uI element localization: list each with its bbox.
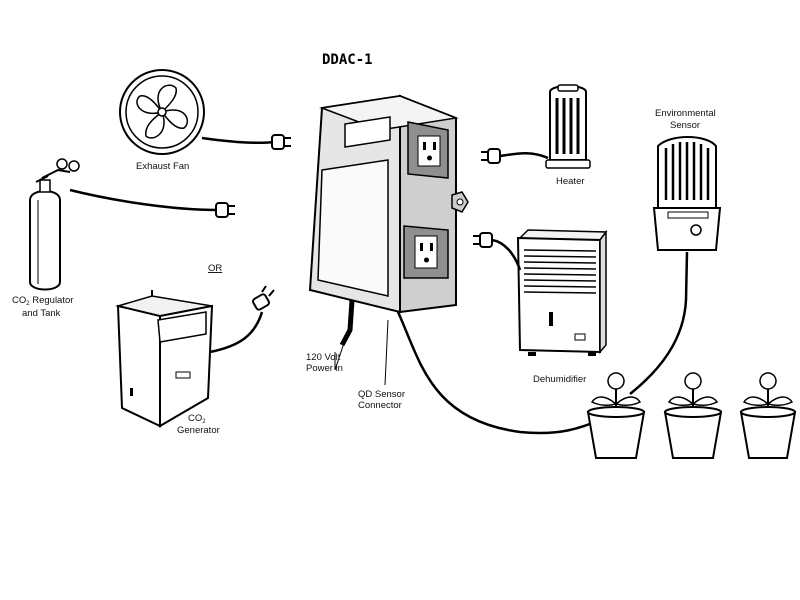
plant-pot-2 [663,372,723,459]
lower-outlet [403,225,449,279]
plant-pot-1 [586,372,646,459]
power-label-line1: 120 Volt [306,352,341,363]
plant-pot-3 [739,372,797,459]
qd-label-line1: QD Sensor [358,389,405,400]
exhaust-fan [119,69,205,155]
heater-label: Heater [556,176,585,187]
power-label-line2: Power in [306,363,343,374]
co2-tank-label-line2: and Tank [22,308,61,319]
power-cord [339,299,355,347]
co2-generator-label-line2: Generator [177,425,220,436]
environmental-sensor [652,136,722,251]
exhaust-fan-label: Exhaust Fan [136,161,189,172]
or-label: OR [208,263,222,274]
co2-tank-plug [215,202,235,218]
dehumidifier [516,229,608,356]
co2-generator-label-line1: CO2 [188,413,206,425]
env-sensor-label-line1: Environmental [655,108,716,119]
qd-sensor-cable [396,311,601,435]
co2-generator-plug [252,285,275,311]
dehumidifier-plug [473,232,493,248]
exhaust-fan-cord [201,136,275,145]
co2-generator-cord [209,311,264,354]
heater-cord [499,152,549,160]
side-knob [451,191,469,213]
co2-generator [115,290,214,428]
co2-tank [29,158,80,291]
dehumidifier-label: Dehumidifier [533,374,586,385]
upper-outlet [407,121,449,179]
heater [545,84,591,169]
co2-tank-label-line1: CO2 Regulator [12,295,73,307]
controller-unit [308,94,469,314]
diagram-title: DDAC-1 [322,52,373,68]
heater-plug [481,148,501,164]
env-sensor-cable [629,251,689,395]
dehumidifier-cord [491,238,522,271]
exhaust-fan-plug [271,134,291,150]
env-sensor-label-line2: Sensor [670,120,700,131]
qd-label-line2: Connector [358,400,402,411]
co2-tank-hose [69,188,219,212]
